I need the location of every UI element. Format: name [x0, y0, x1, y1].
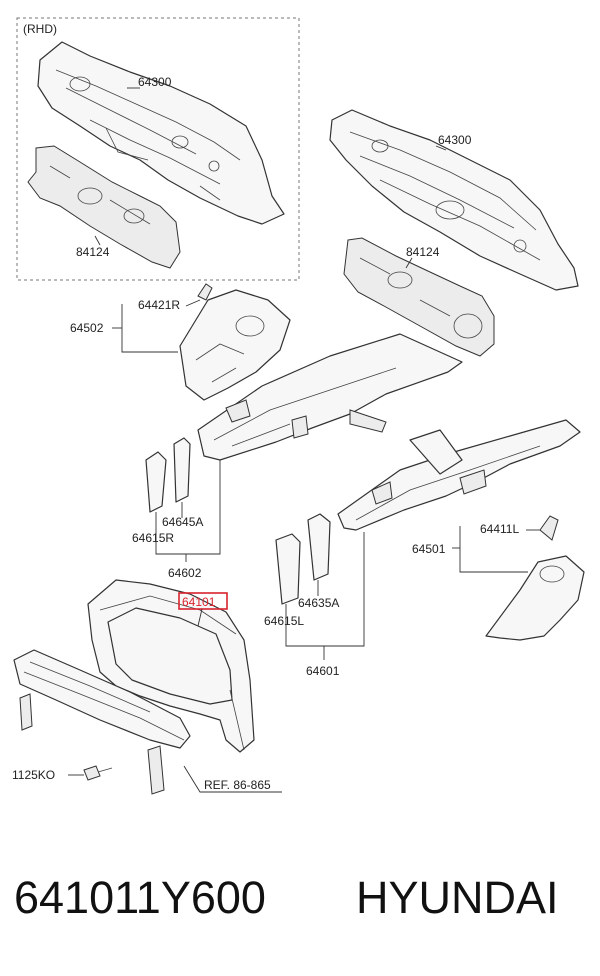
carrier-shape [87, 579, 255, 753]
label-64101: 64101 [182, 595, 216, 609]
label-64101-highlight [178, 592, 228, 610]
label-64300: 64300 [438, 133, 472, 147]
label-84124-rhd: 84124 [76, 245, 110, 259]
bolt-shape [83, 765, 113, 781]
brand-name: HYUNDAI [356, 872, 559, 923]
label-64615L: 64615L [264, 614, 304, 628]
bumper-beam-shape [13, 649, 191, 795]
dash-panel-shape [329, 109, 579, 291]
label-64501: 64501 [412, 542, 446, 556]
pad-rhd-shape [27, 145, 181, 269]
label-64601: 64601 [306, 664, 340, 678]
pad-shape [343, 237, 495, 357]
part-number: 641011Y600 [14, 872, 266, 923]
apron-r-shape [179, 283, 291, 401]
dash-panel-rhd-shape [37, 41, 285, 225]
label-64602: 64602 [168, 566, 202, 580]
rhd-box [16, 17, 300, 281]
label-64421R: 64421R [138, 298, 180, 312]
rhd-label: (RHD) [23, 22, 57, 36]
member-l-shape [337, 419, 581, 531]
label-ref: REF. 86-865 [204, 778, 271, 792]
label-64635A: 64635A [298, 596, 339, 610]
apron-l-shape [485, 515, 585, 641]
member-l-brackets [275, 513, 331, 605]
label-1125KO: 1125KO [12, 768, 55, 782]
label-64615R: 64615R [132, 531, 174, 545]
footer: 641011Y600 HYUNDAI [0, 872, 600, 932]
member-r-brackets [145, 437, 191, 513]
label-84124: 84124 [406, 245, 440, 259]
label-64300-rhd: 64300 [138, 75, 172, 89]
label-64502: 64502 [70, 321, 104, 335]
label-64645A: 64645A [162, 515, 203, 529]
label-64411L: 64411L [480, 522, 519, 536]
parts-diagram: (RHD) 64300 84124 64300 84124 [12, 17, 585, 795]
